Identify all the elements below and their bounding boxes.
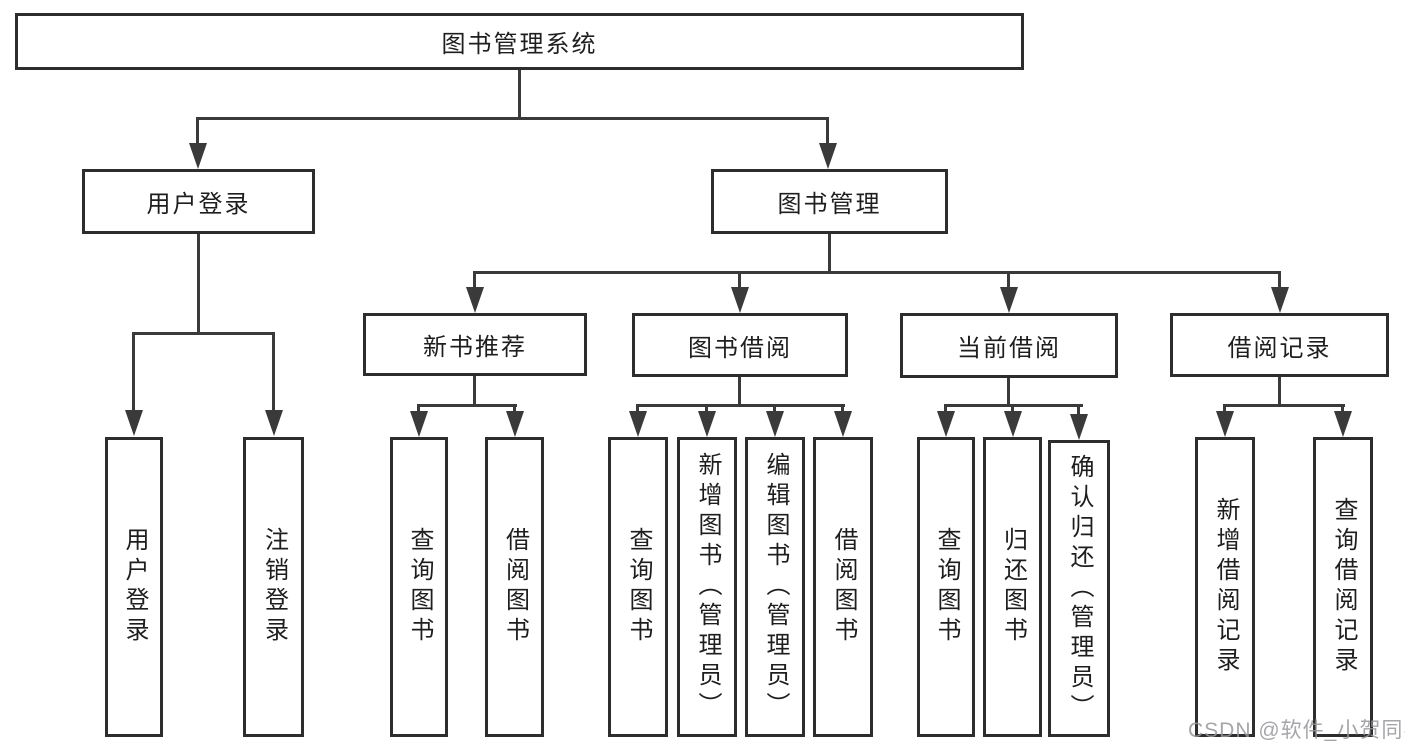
connector-line <box>1278 271 1281 291</box>
connector-line <box>636 404 845 407</box>
leaf-query-books-recommend-label: 查询图书 <box>406 527 433 647</box>
connector-line <box>196 117 199 147</box>
leaf-add-borrow-record-label: 新增借阅记录 <box>1212 497 1239 677</box>
connector-arrowhead <box>125 410 143 436</box>
leaf-query-books-current: 查询图书 <box>917 437 975 737</box>
connector-arrowhead <box>506 411 524 437</box>
leaf-return-books: 归还图书 <box>983 437 1042 737</box>
connector-line <box>636 404 639 416</box>
connector-arrowhead <box>1334 411 1352 437</box>
leaf-query-books-current-label: 查询图书 <box>933 527 960 647</box>
connector-line <box>1007 271 1010 291</box>
leaf-query-borrow-record: 查询借阅记录 <box>1313 437 1373 737</box>
connector-line <box>826 117 829 147</box>
connector-line <box>417 404 420 416</box>
connector-line <box>513 404 516 416</box>
connector-arrowhead <box>698 411 716 437</box>
leaf-edit-books-admin: 编辑图书（管理员） <box>745 437 805 737</box>
connector-arrowhead <box>1271 287 1289 313</box>
connector-arrowhead <box>1216 411 1234 437</box>
connector-line <box>473 271 476 291</box>
leaf-query-borrow-record-label: 查询借阅记录 <box>1330 497 1357 677</box>
connector-line <box>1223 404 1345 407</box>
leaf-confirm-return-admin: 确认归还（管理员） <box>1048 440 1110 737</box>
connector-line <box>705 404 708 416</box>
node-user-login: 用户登录 <box>82 169 315 234</box>
connector-arrowhead <box>834 411 852 437</box>
connector-line <box>1223 404 1226 416</box>
connector-line <box>132 332 135 414</box>
connector-line <box>944 404 947 416</box>
leaf-borrow-books-recommend: 借阅图书 <box>485 437 544 737</box>
connector-arrowhead <box>1004 411 1022 437</box>
connector-line <box>1077 404 1080 418</box>
connector-line <box>828 234 831 273</box>
connector-arrowhead <box>766 411 784 437</box>
connector-arrowhead <box>731 287 749 313</box>
connector-arrowhead <box>410 411 428 437</box>
node-new-book-recommendation: 新书推荐 <box>363 313 587 376</box>
connector-line <box>132 332 274 335</box>
leaf-confirm-return-admin-label: 确认归还（管理员） <box>1066 453 1093 724</box>
connector-line <box>1278 377 1281 407</box>
connector-line <box>1007 378 1010 407</box>
leaf-borrow-books-label: 借阅图书 <box>830 527 857 647</box>
connector-line <box>417 404 517 407</box>
leaf-logout-label: 注销登录 <box>260 527 288 647</box>
node-book-borrowing: 图书借阅 <box>632 313 848 377</box>
connector-line <box>473 376 476 407</box>
connector-line <box>473 271 1281 274</box>
connector-line <box>196 117 829 120</box>
connector-line <box>738 271 741 291</box>
connector-line <box>197 234 200 334</box>
connector-line <box>1341 404 1344 416</box>
connector-arrowhead <box>265 410 283 436</box>
leaf-return-books-label: 归还图书 <box>999 527 1027 647</box>
connector-line <box>518 70 521 119</box>
leaf-query-books-borrowing-label: 查询图书 <box>625 527 652 647</box>
leaf-add-borrow-record: 新增借阅记录 <box>1195 437 1255 737</box>
connector-line <box>773 404 776 416</box>
node-library-management-system: 图书管理系统 <box>15 13 1024 70</box>
connector-line <box>1011 404 1014 416</box>
leaf-logout: 注销登录 <box>243 437 304 737</box>
node-borrowing-records: 借阅记录 <box>1170 313 1389 377</box>
leaf-borrow-books: 借阅图书 <box>813 437 873 737</box>
leaf-edit-books-admin-label: 编辑图书（管理员） <box>762 452 789 722</box>
connector-line <box>841 404 844 416</box>
connector-arrowhead <box>1000 287 1018 313</box>
leaf-user-login: 用户登录 <box>105 437 163 737</box>
leaf-user-login-label: 用户登录 <box>121 527 148 647</box>
connector-arrowhead <box>1070 414 1088 440</box>
connector-arrowhead <box>819 143 837 169</box>
connector-arrowhead <box>466 287 484 313</box>
leaf-borrow-books-recommend-label: 借阅图书 <box>501 527 529 647</box>
connector-arrowhead <box>189 143 207 169</box>
leaf-query-books-borrowing: 查询图书 <box>608 437 668 737</box>
connector-line <box>738 377 741 407</box>
leaf-add-books-admin: 新增图书（管理员） <box>677 437 737 737</box>
node-current-borrowing: 当前借阅 <box>900 313 1118 378</box>
node-book-management: 图书管理 <box>711 169 948 234</box>
connector-arrowhead <box>937 411 955 437</box>
connector-arrowhead <box>629 411 647 437</box>
connector-line <box>272 332 275 414</box>
leaf-add-books-admin-label: 新增图书（管理员） <box>694 452 721 722</box>
csdn-watermark: CSDN @软件_小贺同学 <box>1188 719 1405 742</box>
leaf-query-books-recommend: 查询图书 <box>390 437 448 737</box>
